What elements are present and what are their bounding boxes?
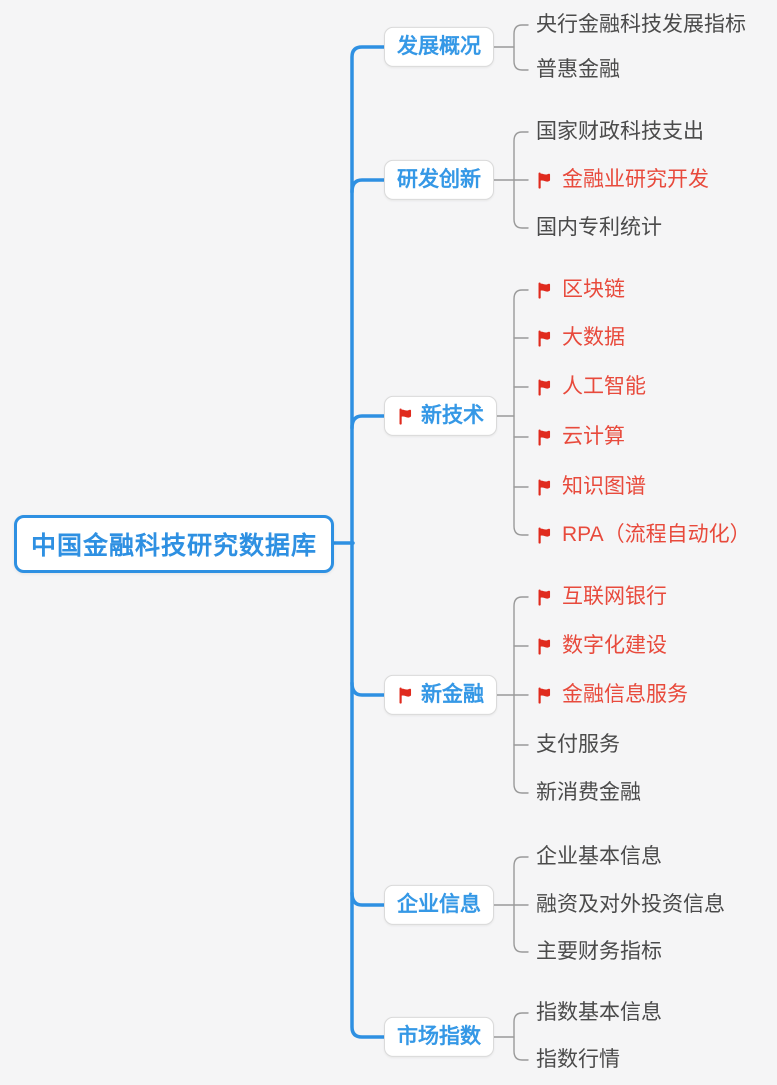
connector-path <box>513 1012 529 1061</box>
connector-path <box>350 178 388 194</box>
child-node-label: 央行金融科技发展指标 <box>536 12 746 36</box>
child-node[interactable]: 指数行情 <box>536 1047 620 1073</box>
child-node[interactable]: 人工智能 <box>536 374 646 400</box>
root-node[interactable]: 中国金融科技研究数据库 <box>14 515 335 573</box>
branch-node-label: 发展概况 <box>397 34 481 58</box>
flag-icon <box>536 428 554 447</box>
connector-path <box>350 891 388 907</box>
branch-node[interactable]: 研发创新 <box>384 159 494 201</box>
child-node-label: 国家财政科技支出 <box>536 119 704 143</box>
child-node[interactable]: 金融信息服务 <box>536 682 688 708</box>
flag-icon <box>536 637 554 656</box>
child-node-label: 指数基本信息 <box>536 1000 662 1024</box>
child-node-label: 国内专利统计 <box>536 215 662 239</box>
child-node-label: 融资及对外投资信息 <box>536 892 725 916</box>
branch-node[interactable]: 市场指数 <box>384 1016 494 1058</box>
branch-node[interactable]: 企业信息 <box>384 884 494 926</box>
child-node-label: RPA（流程自动化） <box>562 522 751 546</box>
child-node-label: 数字化建设 <box>562 633 667 657</box>
child-node-label: 云计算 <box>562 424 625 448</box>
flag-icon <box>536 588 554 607</box>
child-node-label: 普惠金融 <box>536 57 620 81</box>
flag-icon <box>536 171 554 190</box>
branch-node-label: 市场指数 <box>397 1024 481 1048</box>
child-node[interactable]: 企业基本信息 <box>536 844 662 870</box>
connector-path <box>350 45 388 545</box>
child-node[interactable]: 融资及对外投资信息 <box>536 892 725 918</box>
flag-icon <box>536 378 554 397</box>
flag-icon <box>536 329 554 348</box>
child-node-label: 支付服务 <box>536 732 620 756</box>
child-node-label: 知识图谱 <box>562 474 646 498</box>
flag-icon <box>536 686 554 705</box>
branch-node-label: 企业信息 <box>397 892 481 916</box>
child-node[interactable]: 国家财政科技支出 <box>536 119 704 145</box>
child-node[interactable]: 国内专利统计 <box>536 215 662 241</box>
child-node-label: 指数行情 <box>536 1047 620 1071</box>
flag-icon <box>397 686 415 705</box>
child-node[interactable]: 数字化建设 <box>536 633 667 659</box>
child-node[interactable]: 新消费金融 <box>536 780 641 806</box>
connector-path <box>513 24 529 71</box>
connector-path <box>350 414 388 430</box>
child-node[interactable]: 金融业研究开发 <box>536 167 709 193</box>
child-node-label: 企业基本信息 <box>536 844 662 868</box>
branch-node[interactable]: 新技术 <box>384 395 497 437</box>
child-node[interactable]: 支付服务 <box>536 732 620 758</box>
child-node[interactable]: 央行金融科技发展指标 <box>536 12 746 38</box>
branch-node-label: 新金融 <box>421 682 484 706</box>
child-node[interactable]: 主要财务指标 <box>536 939 662 965</box>
flag-icon <box>397 407 415 426</box>
connector-path <box>513 289 529 536</box>
flag-icon <box>536 281 554 300</box>
child-node-label: 金融信息服务 <box>562 682 688 706</box>
branch-node-label: 新技术 <box>421 403 484 427</box>
child-node[interactable]: 知识图谱 <box>536 474 646 500</box>
flag-icon <box>536 478 554 497</box>
child-node-label: 主要财务指标 <box>536 939 662 963</box>
connector-path <box>350 681 388 697</box>
child-node-label: 金融业研究开发 <box>562 167 709 191</box>
branch-node[interactable]: 发展概况 <box>384 26 494 68</box>
child-node[interactable]: 普惠金融 <box>536 57 620 83</box>
child-node[interactable]: 指数基本信息 <box>536 1000 662 1026</box>
root-node-label: 中国金融科技研究数据库 <box>31 533 318 560</box>
child-node-label: 区块链 <box>562 277 625 301</box>
connector-path <box>350 541 388 1039</box>
branch-node[interactable]: 新金融 <box>384 674 497 716</box>
child-node-label: 人工智能 <box>562 374 646 398</box>
child-node-label: 新消费金融 <box>536 780 641 804</box>
child-node[interactable]: 互联网银行 <box>536 584 667 610</box>
child-node[interactable]: 区块链 <box>536 277 625 303</box>
child-node[interactable]: 大数据 <box>536 325 625 351</box>
child-node-label: 互联网银行 <box>562 584 667 608</box>
flag-icon <box>536 526 554 545</box>
child-node-label: 大数据 <box>562 325 625 349</box>
child-node[interactable]: 云计算 <box>536 424 625 450</box>
child-node[interactable]: RPA（流程自动化） <box>536 522 751 548</box>
branch-node-label: 研发创新 <box>397 167 481 191</box>
